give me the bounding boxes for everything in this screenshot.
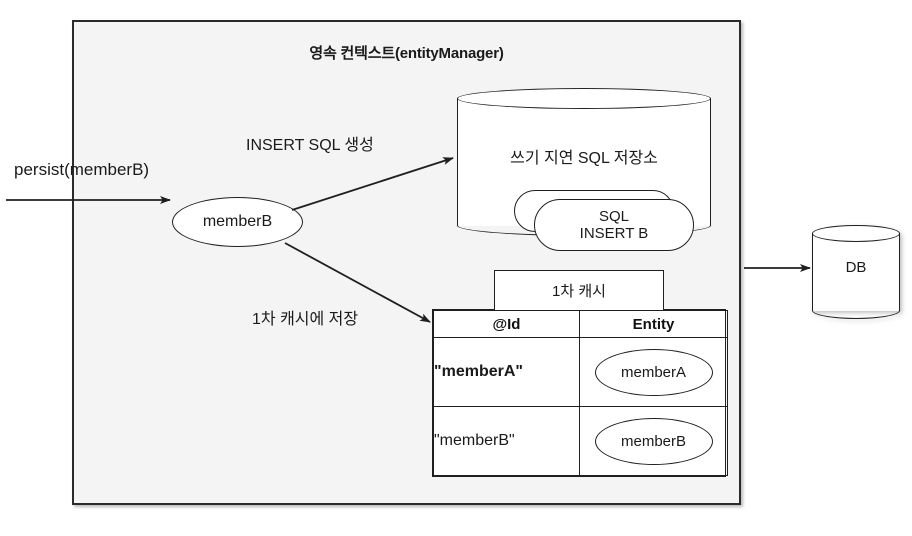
db-cylinder-top-ellipse	[812, 225, 900, 242]
sql-pill-line1: SQL	[598, 207, 629, 225]
write-behind-sql-store-title: 쓰기 지연 SQL 저장소	[510, 150, 658, 167]
cell-id: "memberA"	[433, 337, 580, 407]
cell-entity: memberB	[579, 406, 728, 476]
entity-oval: memberA	[594, 348, 713, 396]
cylinder-top-ellipse	[457, 88, 711, 109]
db-cylinder-body	[812, 233, 900, 311]
store-in-first-level-cache-label: 1차 캐시에 저장	[252, 311, 359, 328]
sql-pill-line2: INSERT B	[579, 225, 649, 242]
table-row: "memberA" memberA	[433, 337, 728, 407]
first-level-cache-tab: 1차 캐시	[494, 270, 664, 310]
entity-oval: memberB	[594, 417, 713, 465]
cell-id: "memberB"	[433, 406, 580, 476]
persist-call-label: persist(memberB)	[14, 160, 150, 179]
column-header-id: @Id	[433, 310, 580, 338]
memberb-entity-node: memberB	[172, 197, 303, 247]
sql-pill-front: SQL INSERT B	[534, 199, 694, 251]
first-level-cache-table: @Id Entity "memberA" memberA "memberB" m…	[432, 309, 728, 477]
database-label: DB	[845, 259, 867, 276]
table-row: "memberB" memberB	[433, 406, 728, 476]
column-header-entity: Entity	[579, 310, 728, 338]
cell-entity: memberA	[579, 337, 728, 407]
insert-sql-generate-label: INSERT SQL 생성	[246, 137, 374, 154]
persistence-context-title: 영속 컨텍스트(entityManager)	[309, 45, 504, 62]
database-cylinder: DB	[812, 225, 900, 319]
table-header-row: @Id Entity	[433, 310, 728, 338]
